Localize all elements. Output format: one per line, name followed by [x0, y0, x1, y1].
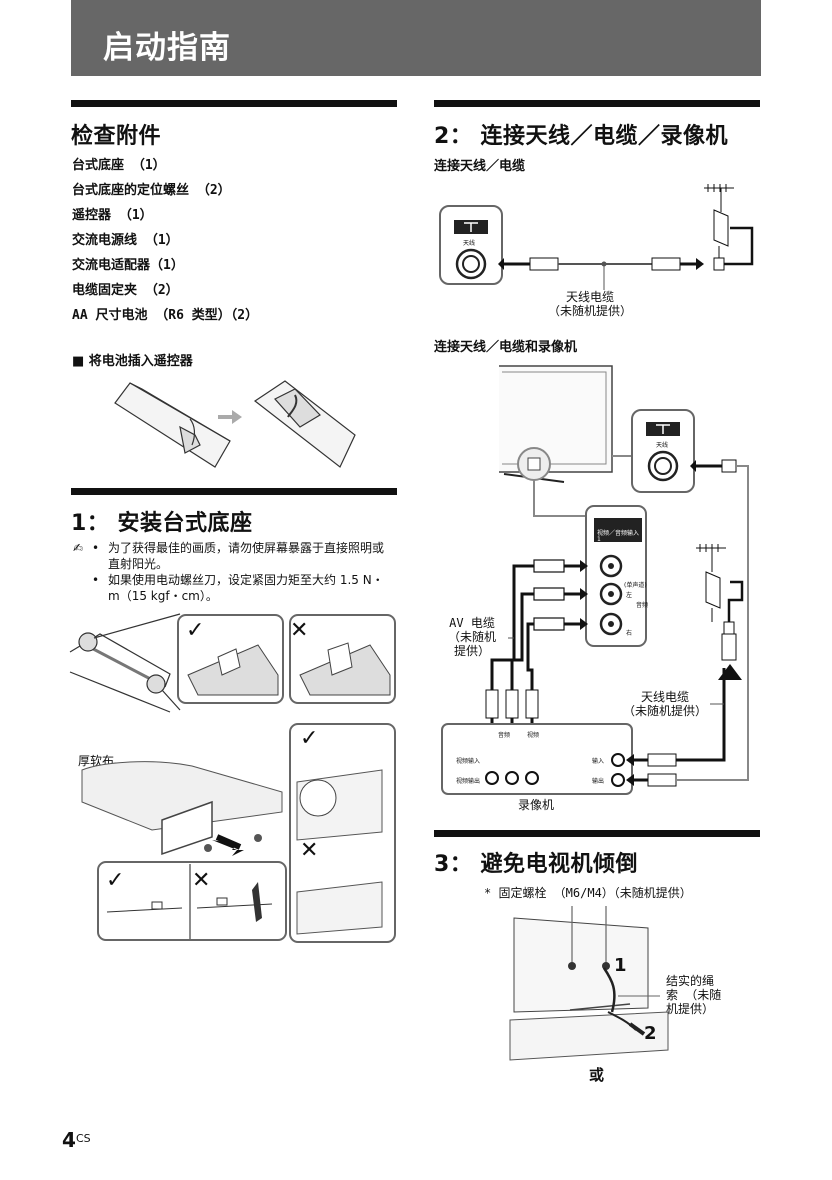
note-text: 为了获得最佳的画质，请勿使屏幕暴露于直接照明或直射阳光。: [108, 541, 385, 571]
audio-label: 音频: [636, 602, 649, 609]
accessory-item: 交流电适配器（1）: [72, 258, 184, 273]
section2-heading: 2： 连接天线／电缆／录像机: [434, 124, 728, 149]
av-cable-caption: AV 电缆: [449, 616, 495, 630]
vcr-video-out-label: 视频输出: [456, 778, 481, 785]
section-rule: [71, 100, 397, 107]
header-banner: [71, 0, 761, 76]
vcr-in-label: 输入: [592, 758, 605, 765]
vcr-connection-diagram: [441, 365, 749, 795]
sub-heading-antenna: 连接天线／电缆: [434, 159, 526, 174]
accessory-item: 遥控器 （1）: [72, 208, 153, 223]
vcr-audio-label: 音频: [498, 732, 511, 739]
check-cross-panels: [177, 614, 396, 704]
bullet-icon: •: [92, 541, 100, 555]
accessory-item: 电缆固定夹 （2）: [72, 283, 179, 298]
note-icon: ✍: [73, 541, 84, 555]
antenna-cable-caption: 天线电缆: [640, 690, 689, 704]
sub-heading-vcr: 连接天线／电缆和录像机: [434, 340, 578, 355]
or-label: 或: [589, 1066, 605, 1084]
battery-heading: ■ 将电池插入遥控器: [72, 354, 193, 369]
vcr-label: 录像机: [517, 798, 554, 812]
port-number: 1: [597, 536, 601, 543]
cross-icon: ✕: [192, 868, 211, 893]
check-icon: ✓: [300, 726, 319, 751]
vcr-video-in-label: 视频输入: [456, 758, 481, 765]
bullet-icon: •: [92, 573, 100, 587]
accessory-item: AA 尺寸电池 （R6 类型）（2）: [72, 308, 259, 323]
video-audio-in-label: 视频／音频输入: [597, 530, 640, 537]
right-label: 右: [626, 630, 633, 637]
step-2-label: 2: [644, 1023, 657, 1044]
left-label: 左: [626, 592, 633, 599]
vcr-out-label: 输出: [592, 778, 605, 785]
cross-icon: ✕: [290, 618, 309, 643]
rope-caption: 机提供）: [666, 1002, 715, 1016]
antenna-port-label: 天线: [463, 240, 476, 247]
antenna-connection-diagram: [439, 184, 754, 290]
section1-heading: 1： 安装台式底座: [71, 511, 253, 536]
lang-code: CS: [76, 1132, 91, 1145]
check-icon: ✓: [186, 618, 205, 643]
section-rule: [434, 830, 760, 837]
section-rule: [434, 100, 760, 107]
antenna-port-label: 天线: [656, 442, 669, 449]
check-icon: ✓: [106, 868, 125, 893]
mono-label: (单声道): [624, 582, 647, 589]
step-1-label: 1: [614, 955, 627, 976]
cross-icon: ✕: [300, 838, 319, 863]
rope-caption: 索 （未随: [666, 988, 722, 1002]
bolt-caption: * 固定螺栓 （M6/M4）（未随机提供）: [484, 886, 692, 900]
antenna-cable-caption: （未随机提供）: [622, 704, 707, 718]
accessory-item: 台式底座的定位螺丝 （2）: [72, 183, 231, 198]
accessory-item: 交流电源线 （1）: [72, 233, 179, 248]
av-cable-caption: 提供）: [453, 644, 490, 658]
rope-caption: 结实的绳: [666, 974, 715, 988]
note-text: 如果使用电动螺丝刀，设定紧固力矩至大约 1.5 N・m（15 kgf・cm）。: [108, 573, 384, 603]
screw-illustration: [81, 723, 396, 943]
stand-illustration: [69, 613, 181, 713]
page-number: 4: [62, 1128, 76, 1152]
section-rule: [71, 488, 397, 495]
vcr-video-label: 视频: [527, 732, 540, 739]
cable-caption: （未随机提供）: [547, 304, 632, 318]
accessory-item: 台式底座 （1）: [72, 158, 166, 173]
av-cable-caption: （未随机: [447, 630, 496, 644]
tip-prevention-illustration: [509, 906, 669, 1061]
cable-caption: 天线电缆: [565, 290, 614, 304]
section3-heading: 3： 避免电视机倾倒: [434, 852, 638, 877]
page-title: 启动指南: [103, 30, 231, 66]
accessories-heading: 检查附件: [71, 124, 162, 149]
battery-insertion-illustration: [114, 380, 356, 468]
